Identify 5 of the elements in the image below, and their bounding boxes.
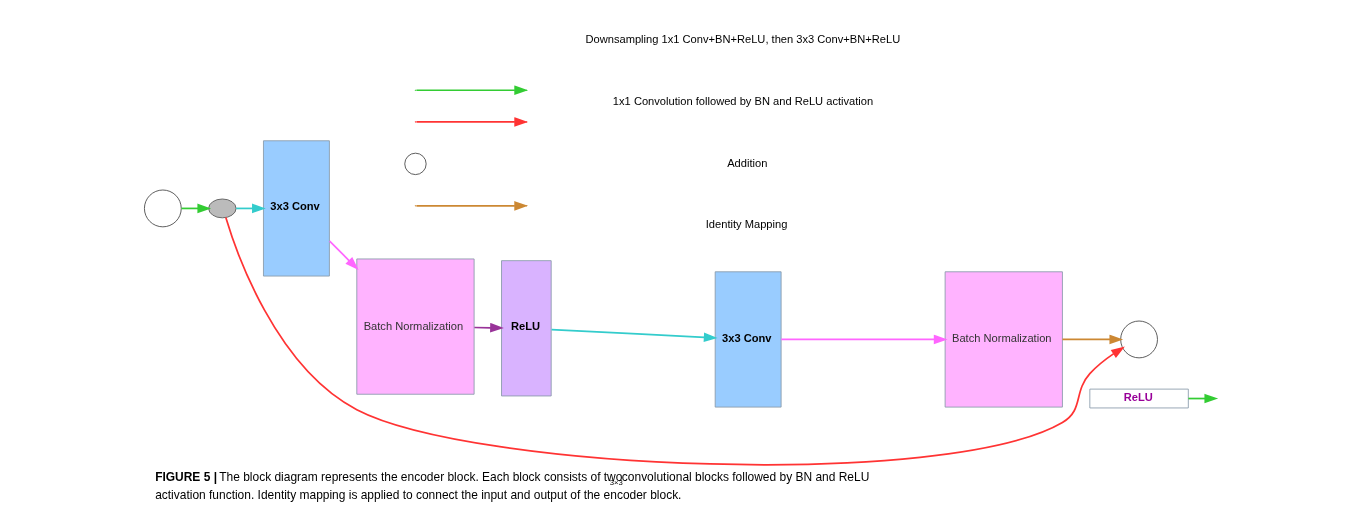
legend-label: Downsampling 1x1 Conv+BN+ReLU, then 3x3 Conv+BN+ReLU [584, 33, 900, 46]
legend-label: Addition [726, 156, 767, 169]
legend-label: 1x1 Convolution followed by BN and ReLU activation [612, 95, 873, 108]
legend-label: Identity Mapping [705, 218, 787, 231]
caption: FIGURE 5 | The block diagram represents the encoder block. Each block consists of two$_{3×3}$convolutional blocks followed by BN and ReLU activation function. Identity mapping is applied to connect the input and output of the encoder block. [154, 469, 869, 503]
